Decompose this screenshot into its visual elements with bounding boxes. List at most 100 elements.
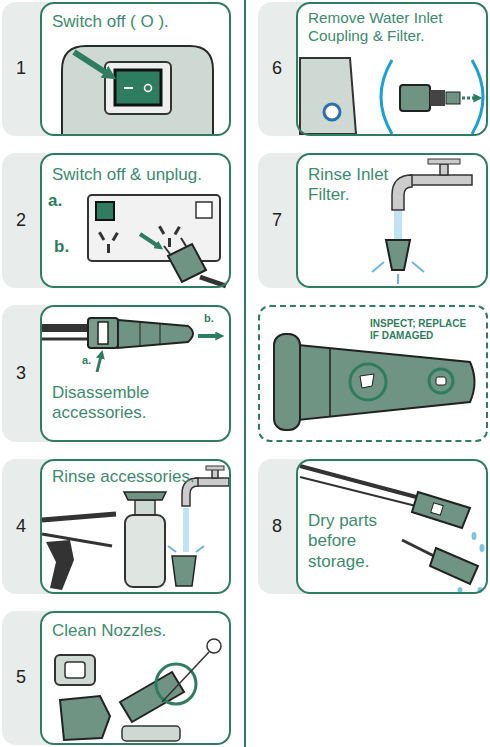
outlet-illustration (164, 246, 170, 254)
nozzle-illustration (162, 652, 209, 702)
step-caption: Clean Nozzles. (52, 621, 222, 641)
step-number: 7 (259, 210, 295, 232)
panel-ground (40, 611, 231, 745)
switch-illustration (115, 70, 161, 105)
switch-illustration (74, 52, 108, 74)
filter-illustration (298, 345, 475, 420)
tap-illustration (428, 159, 460, 164)
panel-ground (40, 2, 231, 136)
nozzle-illustration (120, 672, 184, 722)
callout-label: b. (204, 312, 214, 324)
switch-illustration (62, 46, 213, 134)
filter-illustration (436, 377, 446, 385)
panel-ground (296, 2, 488, 136)
coupling-illustration (300, 58, 356, 134)
switch-illustration (105, 62, 171, 114)
rinse-illustration (124, 492, 166, 500)
step-caption: Disassemble accessories. (52, 383, 182, 424)
coupling-illustration (430, 90, 445, 106)
rinse-illustration (168, 546, 176, 552)
dry-illustration (300, 477, 416, 506)
panel-ground (296, 153, 488, 288)
step-box: 5Clean Nozzles. (40, 611, 231, 745)
filter-illustration (360, 374, 374, 388)
lance-illustration (140, 322, 141, 346)
rinse-illustration (135, 500, 155, 516)
coupling-illustration (400, 85, 430, 111)
outlet-illustration (158, 226, 165, 235)
coupling-illustration (446, 92, 460, 104)
filter-illustration (429, 369, 453, 393)
lance-illustration (98, 322, 108, 344)
callout-label: a. (48, 192, 62, 211)
number-strip (258, 2, 488, 136)
outlet-illustration (168, 238, 171, 247)
panel-ground (40, 305, 231, 442)
rinse-illustration (172, 556, 196, 586)
column-divider (244, 0, 246, 747)
coupling-illustration (381, 60, 392, 134)
outlet-illustration (200, 277, 226, 286)
box-ground (258, 305, 488, 442)
tap-illustration (392, 175, 412, 210)
lance-illustration (160, 324, 161, 344)
switch-illustration (145, 85, 152, 92)
dry-illustration (480, 544, 485, 552)
tap-illustration (412, 262, 424, 272)
rinse-illustration (125, 515, 165, 587)
step-number: 3 (3, 363, 39, 385)
outlet-illustration (181, 238, 186, 246)
step-caption: Remove Water Inlet Coupling & Filter. (308, 9, 486, 46)
number-strip (258, 153, 488, 288)
rinse-illustration (206, 466, 224, 470)
inspect-box: INSPECT; REPLACE IF DAMAGED (258, 305, 488, 442)
outlet-illustration (96, 202, 114, 220)
tap-illustration (372, 262, 384, 272)
rinse-illustration (196, 546, 204, 552)
outlet-illustration (140, 234, 158, 246)
nozzle-illustration (55, 655, 95, 685)
tap-illustration (440, 164, 448, 175)
callout-label: a. (82, 354, 91, 366)
dry-illustration (430, 548, 478, 584)
step-number: 2 (3, 210, 39, 232)
filter-illustration (274, 334, 475, 430)
tap-illustration (410, 175, 472, 185)
step-caption: Dry parts before storage. (308, 511, 394, 572)
number-strip (2, 459, 231, 594)
coupling-illustration (300, 58, 483, 134)
switch-illustration (124, 87, 133, 89)
filter-illustration (329, 349, 331, 417)
outlet-illustration (196, 202, 212, 218)
switch-illustration (62, 46, 213, 134)
nozzle-illustration (60, 696, 110, 740)
dry-illustration (472, 532, 477, 540)
tap-illustration (386, 240, 410, 270)
rinse-illustration (42, 466, 229, 590)
step-number: 4 (3, 516, 39, 538)
warning-note: INSPECT; REPLACE IF DAMAGED (370, 318, 476, 342)
outlet-illustration (174, 226, 181, 235)
dry-illustration (412, 492, 470, 528)
number-strip (2, 611, 231, 745)
step-box: 7Rinse Inlet Filter. (296, 153, 488, 288)
step-caption: Rinse accessories. (52, 467, 227, 487)
dry-illustration (431, 503, 443, 515)
rinse-illustration (46, 540, 74, 590)
outlet-illustration (98, 232, 105, 241)
outlet-illustration (107, 244, 110, 253)
panel-ground (40, 459, 231, 594)
coupling-illustration (462, 97, 476, 100)
outlet-illustration (88, 195, 220, 261)
lance-illustration (118, 320, 193, 348)
nozzle-illustration (156, 664, 196, 704)
rinse-illustration (196, 478, 229, 486)
step-box: 1Switch off ( O ). (40, 2, 231, 136)
number-strip (2, 153, 231, 288)
nozzle-illustration (65, 662, 85, 678)
number-strip (258, 459, 488, 594)
filter-illustration (350, 364, 386, 400)
step-number: 8 (259, 516, 295, 538)
number-strip (2, 2, 231, 136)
tap-illustration (394, 211, 402, 241)
